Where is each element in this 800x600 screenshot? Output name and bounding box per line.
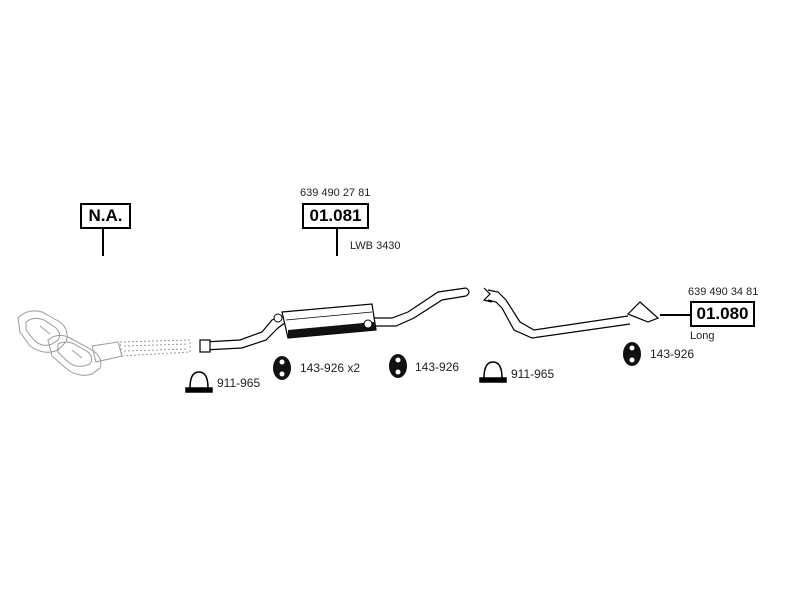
clamp-icon: [479, 361, 507, 383]
rubber-hanger-icon: [623, 342, 641, 366]
na-label-box: N.A.: [80, 203, 131, 229]
tail-oem-number: 639 490 34 81: [688, 286, 759, 298]
hanger-part-number: 143-926: [650, 347, 695, 361]
rear-part-box: 01.081: [302, 203, 369, 229]
clamp-icon: [185, 371, 213, 393]
tail-part-box: 01.080: [690, 301, 755, 327]
clamp-part-number: 911-965: [511, 367, 555, 381]
catalytic-converter-outline: [17, 310, 191, 376]
hanger-part-number: 143-926 x2: [300, 361, 361, 375]
clamp-part-number: 911-965: [217, 376, 261, 390]
tail-note: Long: [690, 330, 715, 342]
rear-oem-number: 639 490 27 81: [300, 187, 371, 199]
rubber-hanger-icon: [273, 356, 291, 380]
rear-note: LWB 3430: [350, 240, 401, 252]
rubber-hanger-icon: [389, 354, 407, 378]
hanger-part-number: 143-926: [415, 360, 460, 374]
muffler-icon: [273, 303, 377, 339]
tail-pipe: [482, 287, 660, 339]
